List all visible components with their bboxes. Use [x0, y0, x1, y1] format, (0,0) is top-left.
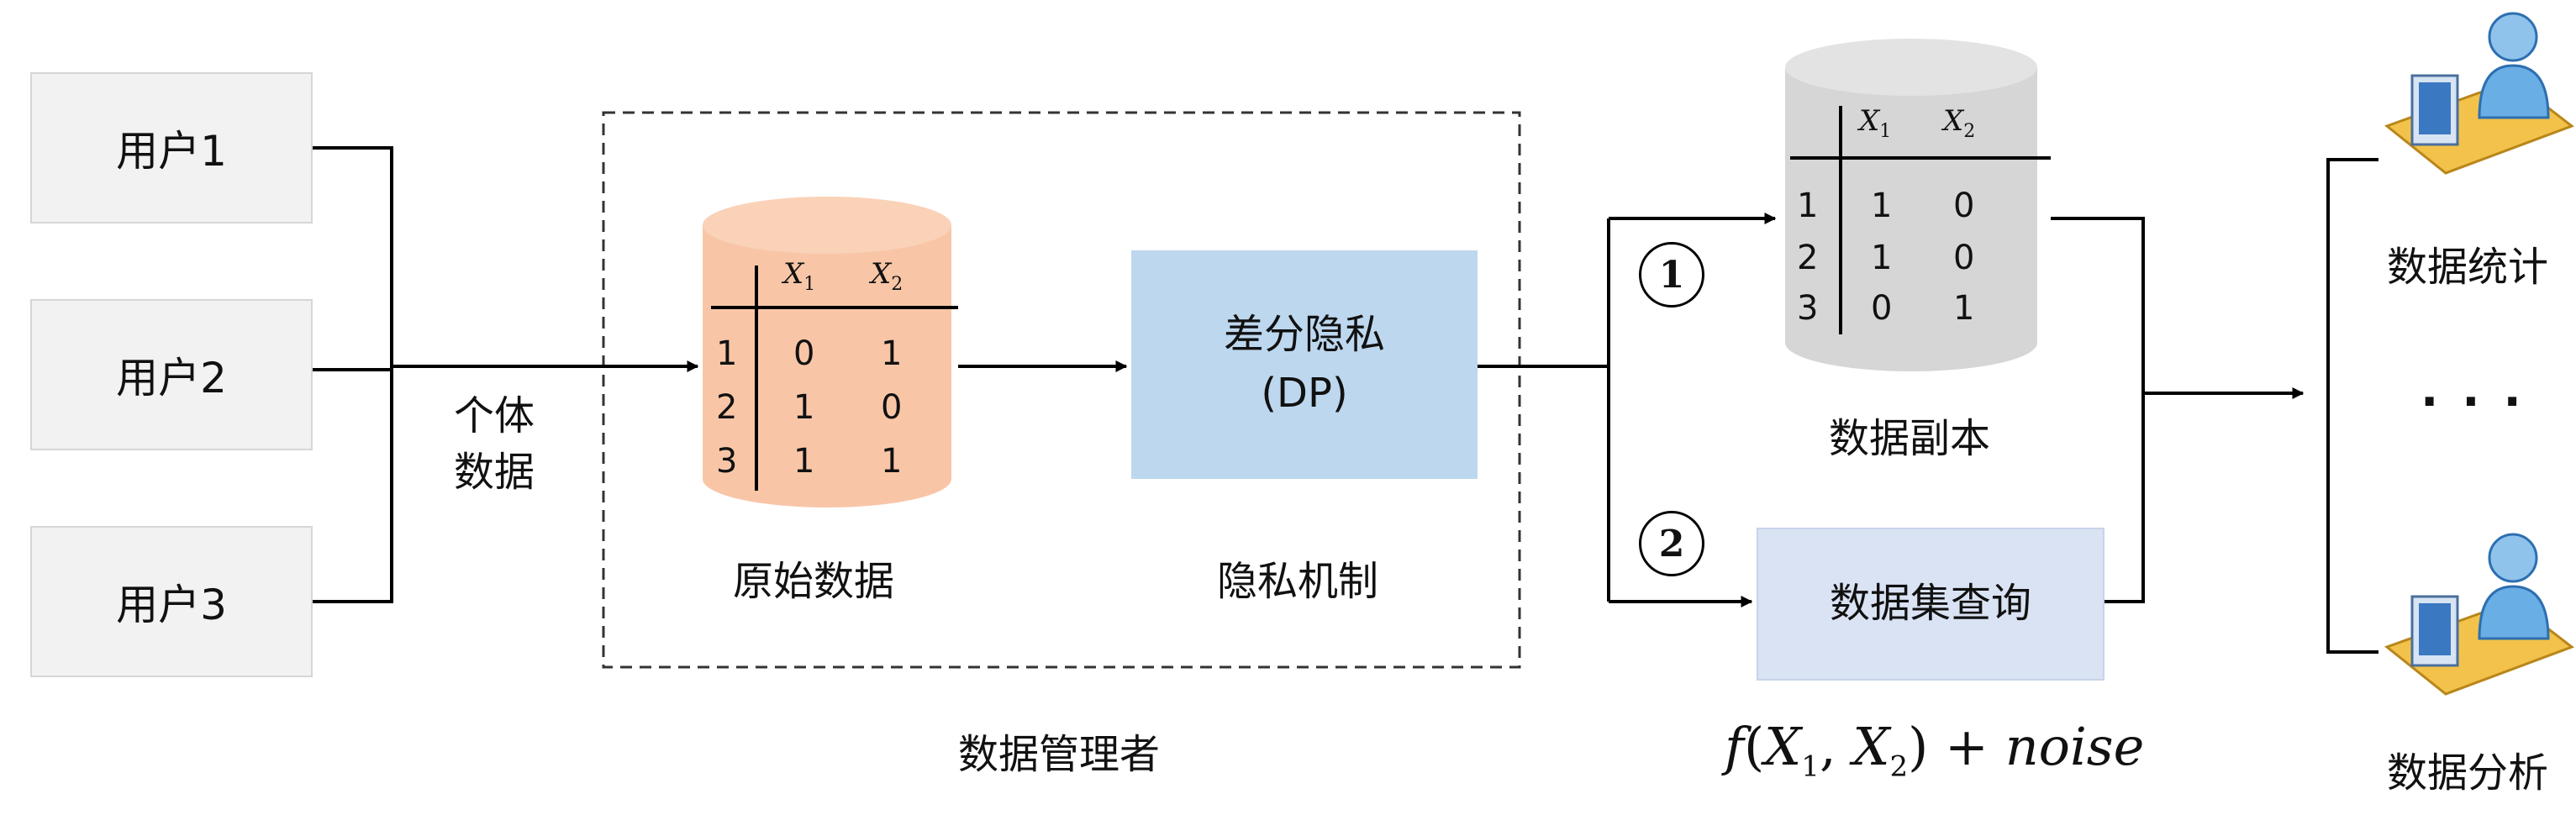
option-2-badge: 2 — [1639, 511, 1704, 576]
output-analysis-label: 数据分析 — [2387, 749, 2549, 797]
original-row1-idx: 1 — [716, 334, 738, 373]
dp-box-subtitle: (DP) — [1261, 370, 1348, 417]
query-box-label: 数据集查询 — [1829, 580, 2031, 628]
copy-row1-idx: 1 — [1797, 187, 1819, 225]
copy-row3-x2: 1 — [1953, 289, 1975, 328]
user-box-3: 用户3 — [30, 526, 313, 677]
user-label-3: 用户3 — [116, 581, 227, 629]
computer-user-icon-bottom — [2384, 533, 2575, 696]
copy-row1-x1: 1 — [1871, 187, 1893, 225]
user-box-1: 用户1 — [30, 72, 313, 223]
output-stats-label: 数据统计 — [2387, 244, 2549, 291]
user-label-1: 用户1 — [116, 127, 227, 176]
formula-noise: noise — [2004, 716, 2145, 777]
manager-label: 数据管理者 — [958, 731, 1161, 778]
original-row3-x2: 1 — [881, 442, 903, 481]
copy-header-x1: X1 — [1859, 104, 1892, 142]
original-row2-x2: 0 — [881, 388, 903, 427]
dp-box: 差分隐私 (DP) — [1131, 250, 1478, 479]
output-ellipsis: ··· — [2421, 375, 2545, 429]
original-data-cylinder — [703, 197, 958, 507]
user-label-2: 用户2 — [116, 354, 227, 402]
copy-header-x2: X2 — [1943, 104, 1976, 142]
copy-data-cylinder — [1785, 39, 2051, 371]
mechanism-label: 隐私机制 — [1217, 558, 1379, 605]
query-formula: f(X1, X2) + noise — [1725, 716, 2145, 784]
output-bracket — [2326, 158, 2378, 654]
original-row2-x1: 1 — [793, 388, 815, 427]
computer-user-icon-top — [2384, 12, 2575, 175]
original-row2-idx: 2 — [716, 388, 738, 427]
user-box-2: 用户2 — [30, 299, 313, 450]
formula-f: f — [1725, 716, 1744, 777]
original-row1-x2: 1 — [881, 334, 903, 373]
copy-data-label: 数据副本 — [1829, 415, 1991, 462]
dp-box-title: 差分隐私 — [1223, 311, 1385, 359]
query-box: 数据集查询 — [1757, 528, 2105, 681]
original-header-x2: X2 — [871, 257, 903, 295]
copy-row2-x2: 0 — [1953, 239, 1975, 277]
copy-row2-x1: 1 — [1871, 239, 1893, 277]
original-data-label: 原始数据 — [733, 558, 895, 605]
option-1-badge: 1 — [1639, 242, 1704, 308]
individual-data-label: 个体 数据 — [454, 392, 535, 497]
copy-row3-idx: 3 — [1797, 289, 1819, 328]
copy-row2-idx: 2 — [1797, 239, 1819, 277]
original-row1-x1: 0 — [793, 334, 815, 373]
copy-row3-x1: 0 — [1871, 289, 1893, 328]
user-connectors — [313, 146, 393, 603]
original-row3-x1: 1 — [793, 442, 815, 481]
merge-connector — [2051, 217, 2152, 603]
original-header-x1: X1 — [783, 257, 816, 295]
copy-row1-x2: 0 — [1953, 187, 1975, 225]
dp-split-connector — [1478, 218, 1610, 602]
original-row3-idx: 3 — [716, 442, 738, 481]
